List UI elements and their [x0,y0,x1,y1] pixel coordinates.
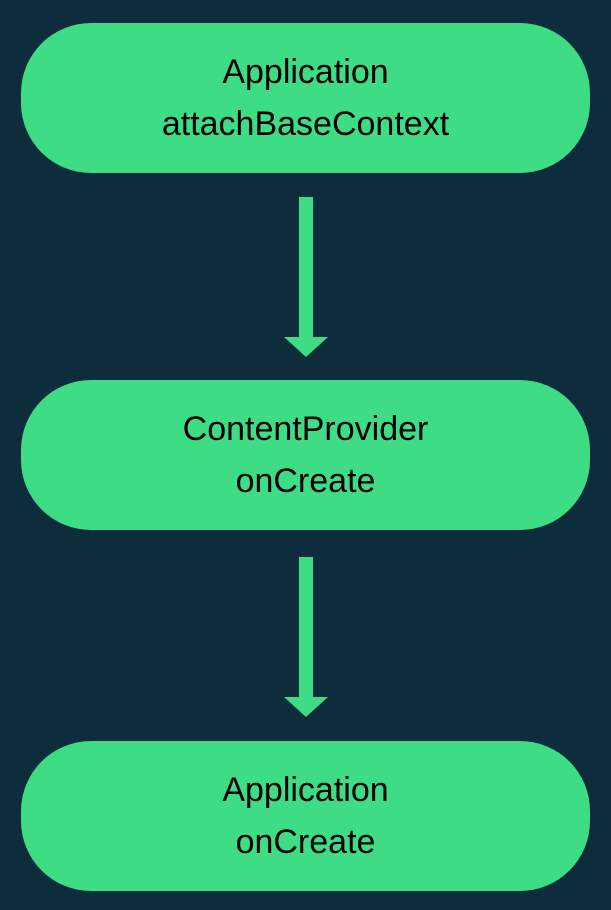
node-label-line: ContentProvider [182,410,429,448]
arrow-stem [298,197,313,337]
node-content-provider-on-create: ContentProvider onCreate [21,380,590,530]
flow-arrow-2 [0,557,611,717]
node-label-line: attachBaseContext [161,105,450,143]
node-label-line: Application [222,53,389,91]
node-label-line: onCreate [235,823,376,861]
arrow-down-icon [283,337,328,357]
node-application-attach-base-context: Application attachBaseContext [21,23,590,173]
flow-arrow-1 [0,197,611,357]
arrow-stem [298,557,313,697]
node-label-line: onCreate [235,462,376,500]
node-application-on-create: Application onCreate [21,741,590,891]
arrow-down-icon [283,697,328,717]
node-label-line: Application [222,771,389,809]
